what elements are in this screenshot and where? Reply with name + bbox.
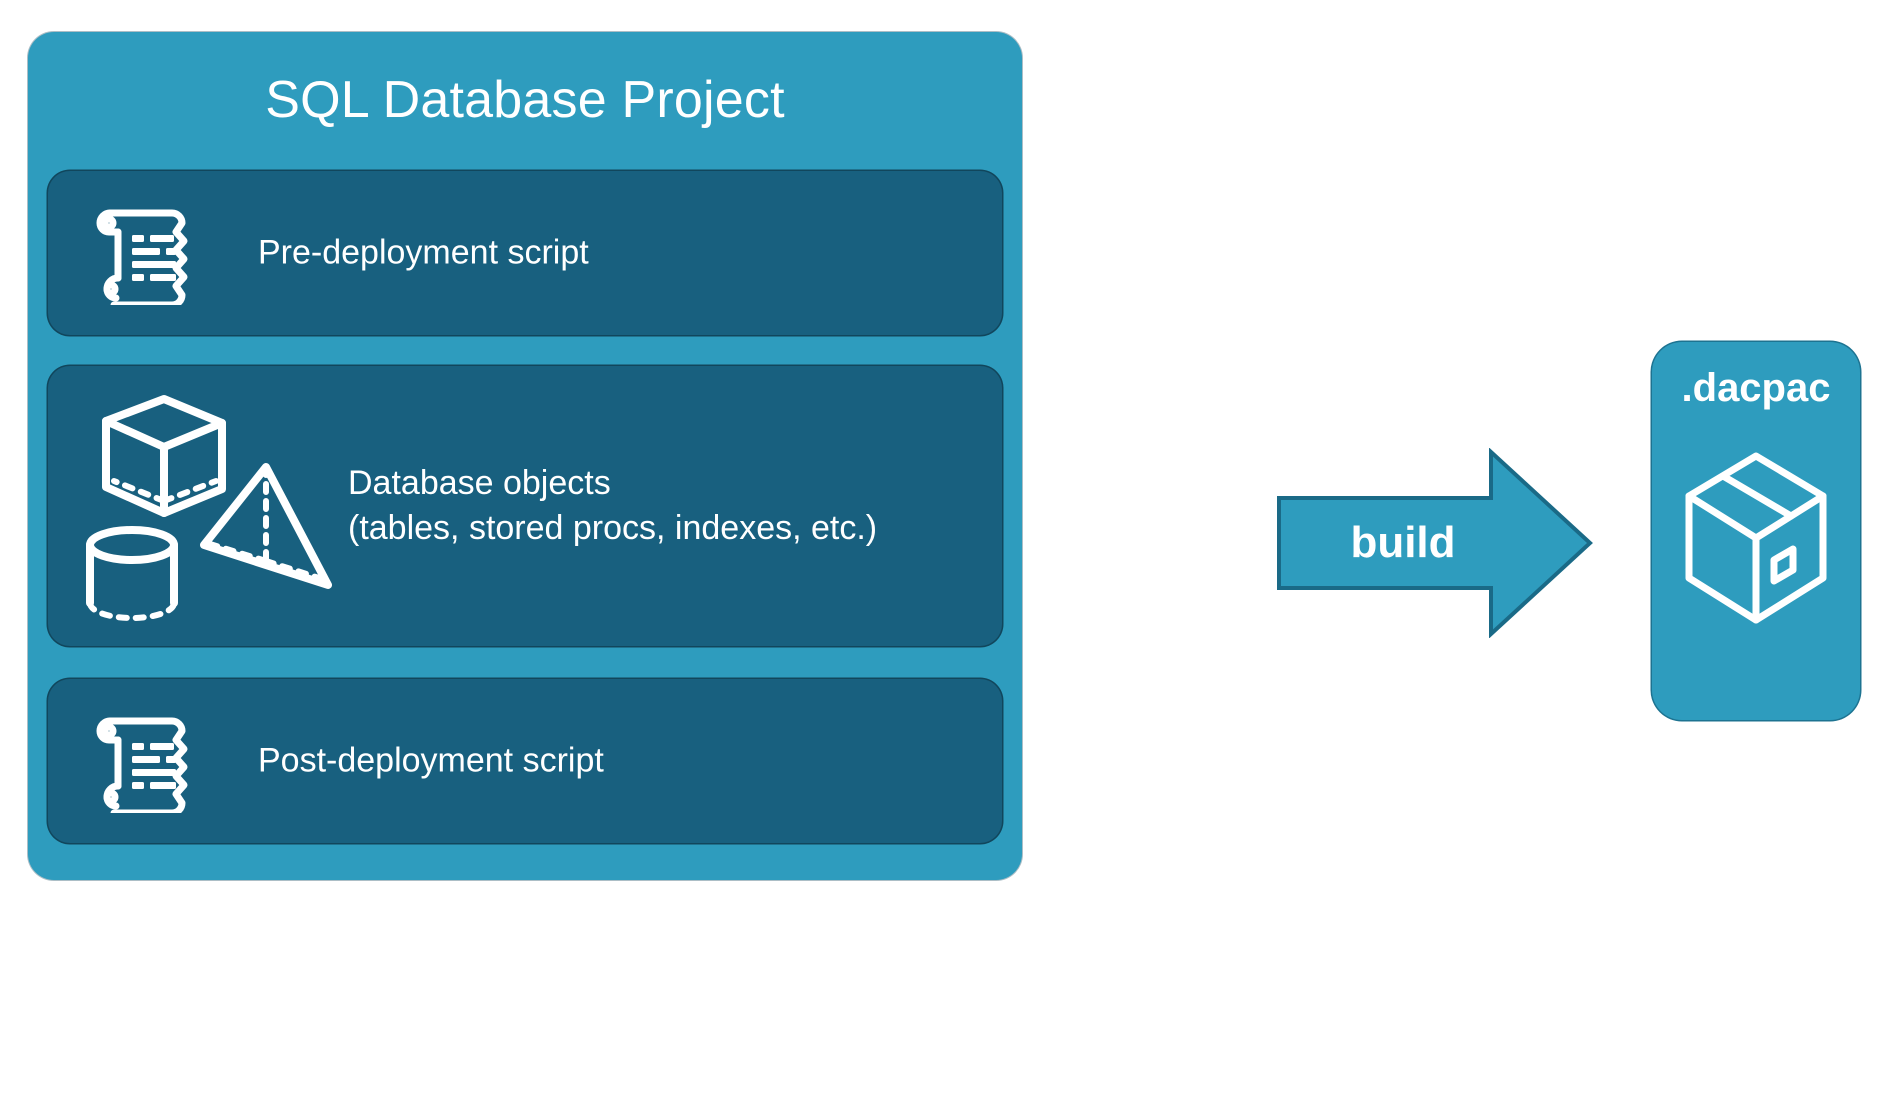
page-title: SQL Database Project — [265, 71, 785, 129]
pre-deployment-script-card[interactable]: Pre-deployment script — [48, 171, 1002, 335]
dacpac-title: .dacpac — [1681, 366, 1831, 410]
dacpac-output-card[interactable]: .dacpac — [1652, 342, 1860, 720]
pre-deployment-script-label: Pre-deployment script — [258, 233, 589, 272]
scroll-icon — [96, 209, 188, 305]
build-arrow-label: build — [1350, 518, 1456, 567]
post-deployment-script-label: Post-deployment script — [258, 741, 604, 780]
database-objects-label: Database objects (tables, stored procs, … — [348, 464, 878, 547]
arrow-right-icon — [1277, 448, 1593, 638]
database-objects-card[interactable]: Database objects (tables, stored procs, … — [48, 366, 1002, 646]
scroll-icon — [96, 717, 188, 813]
three-d-shapes-icon — [86, 395, 332, 621]
package-box-icon — [1685, 452, 1827, 624]
sql-database-project-card: SQL Database Project — [28, 32, 1022, 880]
post-deployment-script-card[interactable]: Post-deployment script — [48, 679, 1002, 843]
